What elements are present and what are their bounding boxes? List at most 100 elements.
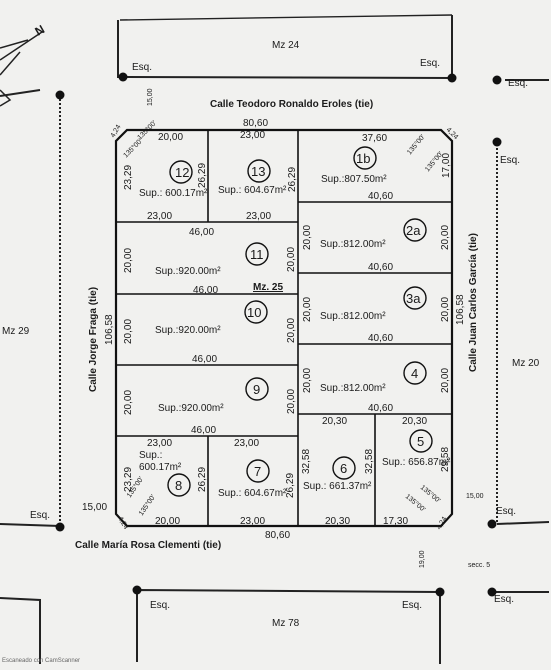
- corner-label-ne-outer: Esq.: [508, 78, 528, 89]
- lot-3a-dim-left: 20,00: [302, 297, 313, 322]
- lot-11-dim-left: 20,00: [123, 248, 134, 273]
- lot-11-dim-right: 20,00: [286, 247, 297, 272]
- lot-12-dim-bottom: 23,00: [147, 211, 172, 222]
- dim-chamfer-se: 4,24: [436, 516, 449, 531]
- dim-offset-sw: 15,00: [82, 502, 107, 513]
- street-east: Calle Juan Carlos García (tie): [468, 233, 479, 372]
- lot-8-number: 8: [175, 478, 182, 493]
- lot-2a-number: 2a: [406, 223, 421, 238]
- lot-7-dim-right: 26,29: [285, 473, 296, 498]
- street-west: Calle Jorge Fraga (tie): [88, 287, 99, 392]
- lot-2a-dim-right: 20,00: [440, 225, 451, 250]
- lot-8-area-value: 600.17m²: [139, 462, 182, 473]
- lot-5-area: Sup.: 656.87m²: [382, 457, 451, 468]
- corner-label-s3: Esq.: [494, 594, 514, 605]
- block-label-south: Mz 78: [272, 618, 300, 629]
- lot-3a-dim-right: 20,00: [440, 297, 451, 322]
- corner-label-ne-inner: Esq.: [500, 155, 520, 166]
- lot-10-dim-right: 20,00: [286, 318, 297, 343]
- lot-6-dim-left: 32,58: [301, 449, 312, 474]
- corner-label-s2: Esq.: [402, 600, 422, 611]
- lot-6-dim-bottom: 20,30: [325, 516, 350, 527]
- lot-2a-dim-bottom: 40,60: [368, 262, 393, 273]
- dim-offset-north: 15,00: [147, 88, 154, 106]
- lot-10-dim-bottom: 46,00: [192, 354, 217, 365]
- lot-1b-area: Sup.:807.50m²: [321, 174, 387, 185]
- dim-left: 106,58: [104, 314, 115, 345]
- lot-11-number: 11: [250, 247, 264, 262]
- lot-8-dim-right: 26,29: [197, 467, 208, 492]
- lot-6-dim-top: 20,30: [322, 416, 347, 427]
- lot-4-dim-bottom: 40,60: [368, 403, 393, 414]
- lot-8-area: Sup.:: [139, 450, 162, 461]
- lot-9-area: Sup.:920.00m²: [158, 403, 224, 414]
- lot-13-number: 13: [251, 164, 265, 179]
- lot-1b-dim-top: 37,60: [362, 133, 387, 144]
- angle-se-2: 135°00': [419, 483, 442, 504]
- lot-9-number: 9: [253, 382, 260, 397]
- block-label-west: Mz 29: [2, 326, 30, 337]
- lot-8-dim-bottom: 20,00: [155, 516, 180, 527]
- lot-12-dim-top: 20,00: [158, 132, 183, 143]
- lot-1b-dim-right: 17,00: [441, 153, 452, 178]
- corner-label-sw: Esq.: [30, 510, 50, 521]
- angle-se-1: 135°00': [404, 492, 427, 513]
- lot-13-dim-bottom: 23,00: [246, 211, 271, 222]
- lot-5-dim-top: 20,30: [402, 416, 427, 427]
- lot-11-area: Sup.:920.00m²: [155, 266, 221, 277]
- corner-label-nw: Esq.: [132, 62, 152, 73]
- lot-7-area: Sup.: 604.67m²: [218, 488, 287, 499]
- lot-7-dim-top: 23,00: [234, 438, 259, 449]
- lot-2a-dim-left: 20,00: [302, 225, 313, 250]
- section-label: secc. 5: [468, 562, 490, 569]
- lot-10-dim-left: 20,00: [123, 319, 134, 344]
- block-label-east: Mz 20: [512, 358, 540, 369]
- lot-10-area: Sup.:920.00m²: [155, 325, 221, 336]
- block-boundaries: [0, 14, 550, 664]
- corner-label-ne: Esq.: [420, 58, 440, 69]
- lot-7-number: 7: [254, 464, 261, 479]
- corner-label-s1: Esq.: [150, 600, 170, 611]
- lot-8-dim-top: 23,00: [147, 438, 172, 449]
- angle-ne-1: 135°00': [405, 133, 426, 156]
- dim-offset-bottom: 19,00: [419, 550, 426, 568]
- dim-chamfer-sw: 4,24: [116, 516, 129, 531]
- lot-13-area: Sup.: 604.67m²: [218, 185, 287, 196]
- lot-9-dim-right: 20,00: [286, 389, 297, 414]
- lot-6-dim-right: 32,58: [364, 449, 375, 474]
- lot-3a-number: 3a: [406, 291, 421, 306]
- lot-circles: [167, 146, 433, 497]
- lot-7-dim-bottom: 23,00: [240, 516, 265, 527]
- lot-4-dim-left: 20,00: [302, 368, 313, 393]
- lot-8-dim-left: 23,29: [123, 467, 134, 492]
- lot-5-dim-right: 29,58: [440, 447, 451, 472]
- mz25-boundary: [114, 128, 454, 528]
- corner-label-se: Esq.: [496, 506, 516, 517]
- dim-right: 106,58: [455, 294, 466, 325]
- block-label-north: Mz 24: [272, 40, 300, 51]
- block-label-center: Mz. 25: [253, 282, 283, 293]
- lot-5-dim-bottom: 17,30: [383, 516, 408, 527]
- angle-nw-2: 135°00': [122, 137, 144, 159]
- lot-2a-area: Sup.:812.00m²: [320, 239, 386, 250]
- dim-top: 80,60: [243, 118, 268, 129]
- lot-9-dim-bottom: 46,00: [191, 425, 216, 436]
- lot-12-dim-right: 26,29: [197, 163, 208, 188]
- lot-4-number: 4: [411, 366, 418, 381]
- lot-6-number: 6: [340, 461, 347, 476]
- dim-offset-se: 15,00: [466, 493, 484, 500]
- street-south: Calle María Rosa Clementi (tie): [75, 540, 221, 551]
- lot-1b-dim-bottom: 40,60: [368, 191, 393, 202]
- lot-lines: [116, 130, 452, 526]
- lot-5-number: 5: [417, 434, 424, 449]
- street-north: Calle Teodoro Ronaldo Eroles (tie): [210, 99, 373, 110]
- lot-12-dim-left: 23,29: [123, 165, 134, 190]
- lot-3a-dim-bottom: 40,60: [368, 333, 393, 344]
- dim-bottom: 80,60: [265, 530, 290, 541]
- corner-markers: [55, 72, 502, 597]
- lot-1b-number: 1b: [356, 151, 370, 166]
- lot-3a-area: Sup.:812.00m²: [320, 311, 386, 322]
- dim-chamfer-ne: 4,24: [445, 126, 460, 141]
- lot-4-dim-right: 20,00: [440, 368, 451, 393]
